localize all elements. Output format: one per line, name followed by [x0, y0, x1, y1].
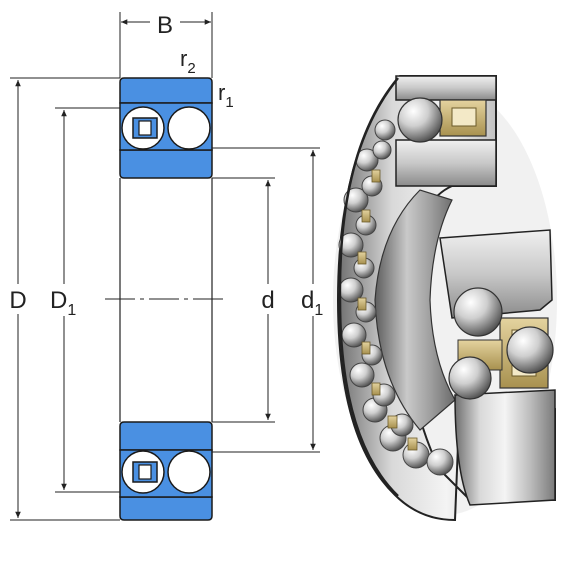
- lower-cross-section: [119, 421, 213, 521]
- label-D1: D1: [50, 287, 76, 319]
- ball-ring: [338, 119, 454, 476]
- cage-segments: [357, 169, 418, 451]
- bearing-3d-illustration: [333, 75, 557, 522]
- dimension-B: B: [119, 10, 213, 78]
- extension-lines: [10, 77, 320, 521]
- label-D: D: [9, 287, 26, 314]
- ball: [448, 356, 492, 400]
- label-r2: r2: [180, 46, 196, 77]
- label-d1: d1: [301, 287, 323, 319]
- label-d: d: [261, 287, 274, 314]
- technical-drawing: B r2 r1 D D1 d d1: [6, 10, 332, 521]
- ball: [506, 326, 554, 374]
- bore-surface: [374, 189, 456, 431]
- outer-ring-cut: [454, 389, 556, 506]
- ball: [453, 287, 503, 337]
- upper-cross-section: [119, 77, 213, 179]
- label-r1: r1: [218, 80, 234, 111]
- ball: [397, 97, 443, 143]
- label-B: B: [157, 12, 173, 39]
